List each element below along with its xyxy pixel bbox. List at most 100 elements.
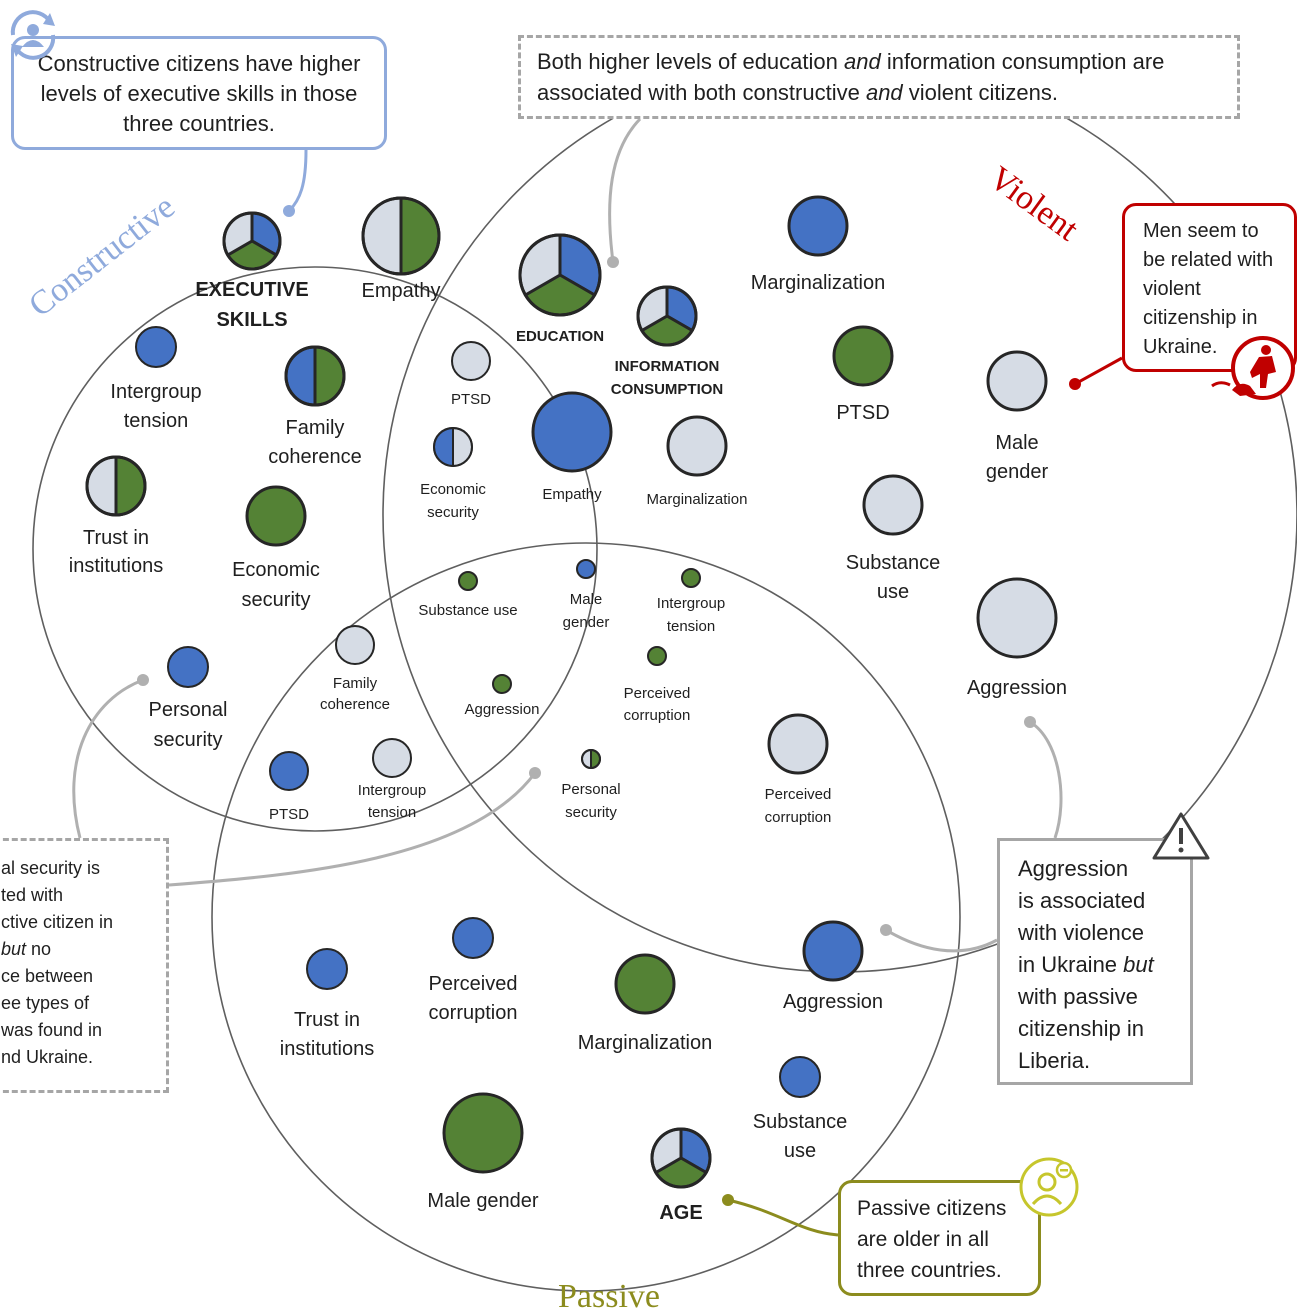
node-circle: [767, 713, 829, 775]
node-label: Empathy: [542, 486, 602, 503]
node-label: PTSD: [836, 402, 889, 424]
node-circle: [787, 195, 849, 257]
all-intergroup-node: Intergroup tension: [657, 568, 725, 635]
aggression-connector-b-dot: [880, 924, 892, 936]
p-aggr-node: Aggression: [783, 920, 883, 1013]
node-circle: [832, 325, 894, 387]
node-label: EXECUTIVE: [195, 279, 308, 301]
node-circle: [458, 571, 478, 591]
personal-connector-b-dot: [529, 767, 541, 779]
c-personal-node: Personal security: [149, 646, 228, 751]
node-label: security: [154, 729, 223, 751]
cv-marg-node: Marginalization: [647, 415, 748, 508]
node-label: Substance: [846, 552, 941, 574]
node-label: Economic: [232, 559, 320, 581]
node-circle: [647, 646, 667, 666]
node-label: Marginalization: [751, 272, 886, 294]
node-circle: [614, 953, 676, 1015]
education-connector-dot: [607, 256, 619, 268]
education-callout: Both higher levels of education and info…: [518, 35, 1240, 119]
node-label: Substance: [753, 1111, 848, 1133]
p-male-node: Male gender: [427, 1092, 539, 1212]
aggression-connector-a-dot: [1024, 716, 1036, 728]
node-segment: [433, 427, 454, 467]
node-circle: [492, 674, 512, 694]
node-label: Personal: [561, 781, 620, 798]
v-subst-node: Substance use: [846, 474, 941, 603]
constructive-connector: [287, 149, 308, 213]
node-label: Male: [570, 591, 603, 608]
node-circle: [306, 948, 348, 990]
node-label: PTSD: [269, 806, 309, 823]
node-label: Intergroup: [358, 782, 426, 799]
constructive-circle: [32, 266, 598, 832]
node-label: Empathy: [362, 280, 441, 302]
node-label: Personal: [149, 699, 228, 721]
education-connector: [608, 117, 642, 263]
node-circle: [862, 474, 924, 536]
node-circle: [372, 738, 412, 778]
p-subst-node: Substance use: [753, 1056, 848, 1162]
node-label: use: [877, 581, 909, 603]
node-circle: [442, 1092, 524, 1174]
cv-ptsd-node: PTSD: [451, 341, 491, 408]
node-circle: [269, 751, 309, 791]
node-circle: [986, 350, 1048, 412]
node-circle: [802, 920, 864, 982]
node-label: gender: [986, 461, 1049, 483]
node-label: Marginalization: [578, 1032, 713, 1054]
passive-circle: [211, 542, 961, 1292]
node-circle: [335, 625, 375, 665]
node-segment: [452, 427, 473, 467]
node-label: Trust in: [294, 1009, 360, 1031]
node-segment: [284, 345, 317, 407]
cp-ptsd-node: PTSD: [269, 751, 309, 823]
node-label: security: [427, 504, 479, 521]
v-male-node: Male gender: [986, 350, 1049, 483]
node-circle: [531, 391, 613, 473]
node-label: AGE: [659, 1202, 702, 1224]
p-age-node: AGE: [650, 1127, 712, 1224]
node-circle: [666, 415, 728, 477]
node-circle: [576, 559, 596, 579]
warning-icon: [1150, 810, 1212, 862]
node-outline: [518, 233, 602, 317]
v-ptsd-node: PTSD: [832, 325, 894, 424]
node-circle: [451, 341, 491, 381]
node-outline: [85, 455, 147, 517]
cp-intergroup-node: Intergroup tension: [358, 738, 426, 821]
node-circle: [976, 577, 1058, 659]
node-label: corruption: [624, 707, 691, 724]
node-label: CONSUMPTION: [611, 381, 724, 398]
node-label: Marginalization: [647, 491, 748, 508]
node-outline: [284, 345, 346, 407]
all-aggr-node: Aggression: [464, 674, 540, 718]
node-outline: [433, 427, 473, 467]
men-connector: [1074, 356, 1123, 386]
node-circle: [245, 485, 307, 547]
node-label: Intergroup: [657, 595, 725, 612]
node-label: Family: [286, 417, 345, 439]
node-circle: [681, 568, 701, 588]
node-label: corruption: [429, 1002, 518, 1024]
node-label: Substance use: [418, 602, 517, 619]
cv-education-node: EDUCATION: [516, 233, 604, 345]
node-label: Male: [995, 432, 1038, 454]
men-callout-text: Men seem to be related with violent citi…: [1143, 220, 1274, 358]
node-segment: [361, 196, 403, 276]
passive-title: Passive: [558, 1278, 660, 1312]
node-circle: [135, 326, 177, 368]
node-label: use: [784, 1140, 816, 1162]
node-label: tension: [667, 618, 715, 635]
node-label: tension: [368, 804, 416, 821]
connectors: [72, 117, 1123, 1237]
